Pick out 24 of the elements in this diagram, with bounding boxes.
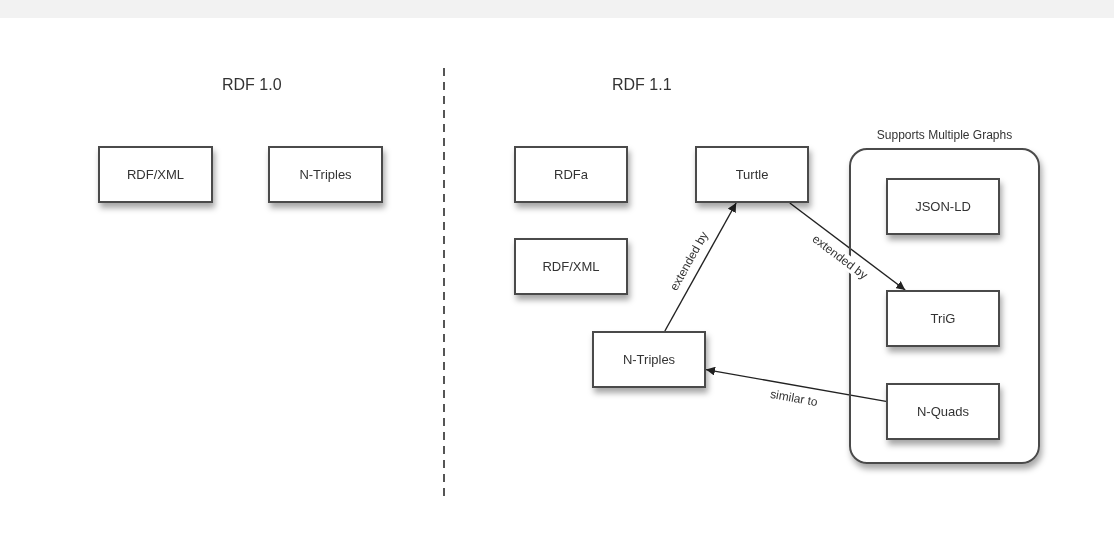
format-box [592, 331, 706, 388]
section-heading: RDF 1.1 [612, 76, 672, 94]
node-label: RDFa [554, 167, 588, 182]
node-label: N-Triples [299, 167, 352, 182]
format-box [268, 146, 383, 203]
arrow [789, 202, 906, 291]
format-box [886, 178, 1000, 235]
format-box [98, 146, 213, 203]
node-label: N-Triples [622, 352, 676, 367]
node-label: TriG [930, 311, 956, 326]
node-label: Turtle [735, 167, 769, 182]
format-box [514, 238, 628, 295]
node-label: N-Quads [917, 404, 969, 419]
format-box [514, 146, 628, 203]
format-box [886, 383, 1000, 440]
arrow [664, 202, 737, 332]
section-heading: RDF 1.0 [222, 76, 282, 94]
group-heading: Supports Multiple Graphs [875, 128, 1014, 142]
arrow [705, 366, 887, 403]
format-box [886, 290, 1000, 347]
node-label: JSON-LD [915, 199, 971, 214]
node-label: RDF/XML [542, 259, 600, 274]
node-label: RDF/XML [126, 167, 185, 182]
format-box [695, 146, 809, 203]
